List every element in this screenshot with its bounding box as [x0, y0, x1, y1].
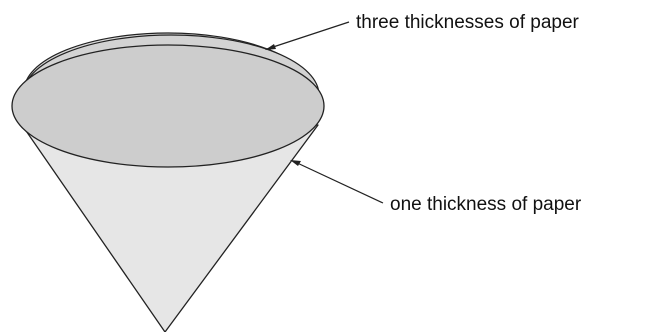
label-one-thickness: one thickness of paper	[390, 194, 582, 215]
label-three-thicknesses: three thicknesses of paper	[356, 12, 579, 33]
pointer-three-thickness	[266, 21, 350, 50]
pointer-one-thickness	[292, 160, 384, 204]
arrowhead-one-thickness	[290, 160, 301, 166]
cone-rim-ellipse	[11, 44, 325, 168]
arrowhead-three-thickness	[265, 44, 276, 50]
